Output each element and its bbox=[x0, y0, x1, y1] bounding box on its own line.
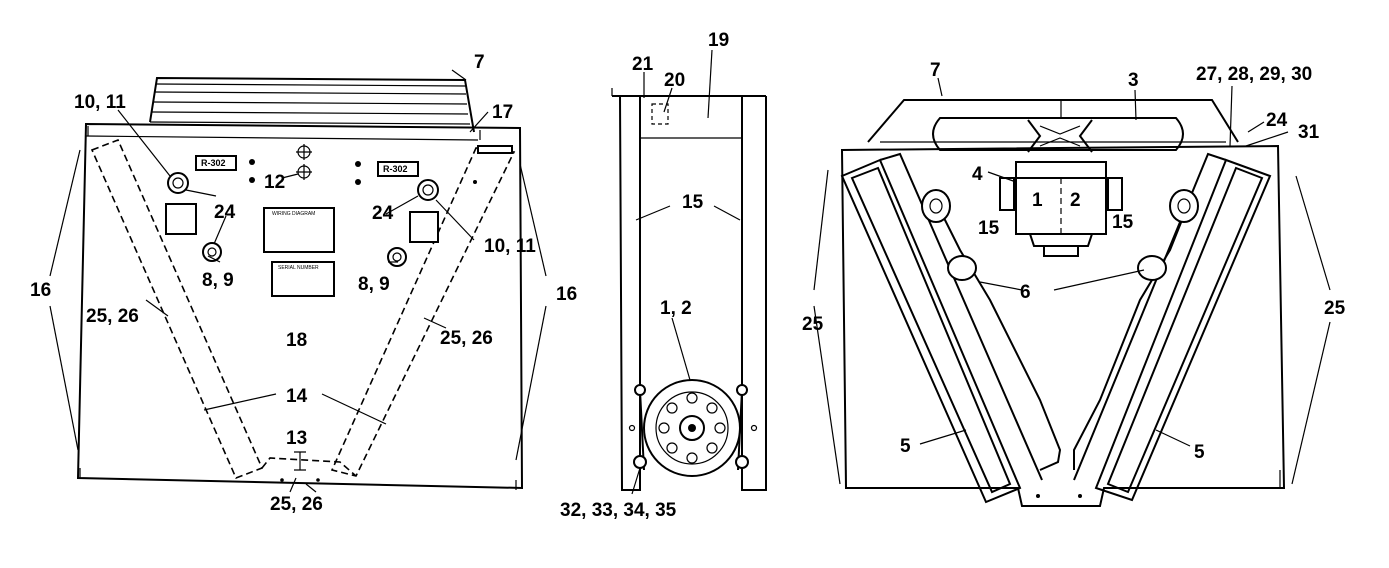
left-lower-knob[interactable] bbox=[202, 242, 222, 262]
callout-25-left: 25 bbox=[802, 314, 824, 335]
callout-15-right-right: 15 bbox=[1112, 212, 1134, 233]
wiring-diagram-plate bbox=[263, 207, 335, 253]
callout-25-right: 25 bbox=[1324, 298, 1346, 319]
left-cable bbox=[939, 209, 1062, 471]
wiring-diagram-label: WIRING DIAGRAM bbox=[272, 211, 315, 217]
callout-32-35: 32, 33, 34, 35 bbox=[560, 500, 677, 521]
callout-1-2-side: 1, 2 bbox=[660, 298, 692, 319]
callout-1: 1 bbox=[1032, 190, 1043, 211]
callout-18: 18 bbox=[286, 330, 307, 351]
top-rail bbox=[477, 145, 513, 154]
callout-25-26-right: 25, 26 bbox=[440, 328, 493, 349]
r302-plate-left bbox=[195, 155, 237, 171]
callout-15-right-left: 15 bbox=[978, 218, 1000, 239]
callout-17: 17 bbox=[492, 102, 513, 123]
r302-label-left: R-302 bbox=[201, 158, 226, 168]
right-channel bbox=[1073, 152, 1272, 502]
callout-14: 14 bbox=[286, 386, 308, 407]
callout-27-30: 27, 28, 29, 30 bbox=[1196, 64, 1312, 85]
callout-8-9-left: 8, 9 bbox=[202, 270, 234, 291]
callout-2: 2 bbox=[1070, 190, 1081, 211]
fin-cover bbox=[149, 76, 475, 133]
serial-number-plate bbox=[271, 261, 335, 297]
callout-labels: 7 10, 11 17 12 24 24 10, 11 8, 9 8, 9 16… bbox=[30, 30, 1346, 521]
top-tube bbox=[932, 117, 1184, 153]
front-panel-outline bbox=[76, 122, 524, 490]
serial-number-label: SERIAL NUMBER bbox=[278, 265, 319, 271]
right-cable bbox=[1073, 209, 1187, 470]
callout-25-26-left: 25, 26 bbox=[86, 306, 139, 327]
callout-24-right: 24 bbox=[1266, 110, 1288, 131]
callout-15-side: 15 bbox=[682, 192, 704, 213]
callout-12: 12 bbox=[264, 172, 285, 193]
callout-16-right: 16 bbox=[556, 284, 577, 305]
left-small-plate bbox=[165, 203, 197, 235]
callout-7-left: 7 bbox=[474, 52, 485, 73]
r302-plate-right bbox=[377, 161, 419, 177]
r302-label-right: R-302 bbox=[383, 164, 408, 174]
callout-16-left: 16 bbox=[30, 280, 51, 301]
callout-21: 21 bbox=[632, 54, 654, 75]
crosshair-fittings bbox=[296, 144, 312, 180]
left-channel bbox=[840, 152, 1043, 504]
leaders-left bbox=[49, 69, 547, 493]
callout-4: 4 bbox=[972, 164, 983, 185]
callout-8-9-right: 8, 9 bbox=[358, 274, 390, 295]
right-small-plate bbox=[409, 211, 439, 243]
callout-20: 20 bbox=[664, 70, 685, 91]
leaders-right bbox=[813, 77, 1331, 485]
motor-end-face bbox=[628, 379, 758, 477]
callout-5-left: 5 bbox=[900, 436, 911, 457]
callout-25-26-bottom: 25, 26 bbox=[270, 494, 323, 515]
leaders-middle bbox=[631, 49, 741, 495]
callout-31: 31 bbox=[1298, 122, 1320, 143]
right-lower-knob[interactable] bbox=[387, 247, 407, 267]
rear-motor bbox=[999, 100, 1123, 257]
callout-13: 13 bbox=[286, 428, 307, 449]
callout-7-right: 7 bbox=[930, 60, 941, 81]
callout-6: 6 bbox=[1020, 282, 1031, 303]
callout-24-left: 24 bbox=[214, 202, 236, 223]
callout-24-mid: 24 bbox=[372, 203, 394, 224]
grommets bbox=[921, 189, 1199, 281]
front-view: R-302 R-302 WIRING DIAGRAM SERIAL NUMBER bbox=[76, 76, 524, 490]
right-upper-knob[interactable] bbox=[417, 179, 439, 201]
rear-view bbox=[840, 99, 1286, 507]
callout-10-11-right: 10, 11 bbox=[484, 236, 536, 257]
callout-10-11-left: 10, 11 bbox=[74, 92, 126, 113]
side-view bbox=[611, 88, 767, 491]
callout-5-right: 5 bbox=[1194, 442, 1205, 463]
callout-19: 19 bbox=[708, 30, 729, 51]
callout-3: 3 bbox=[1128, 70, 1139, 91]
left-upper-knob[interactable] bbox=[167, 172, 189, 194]
